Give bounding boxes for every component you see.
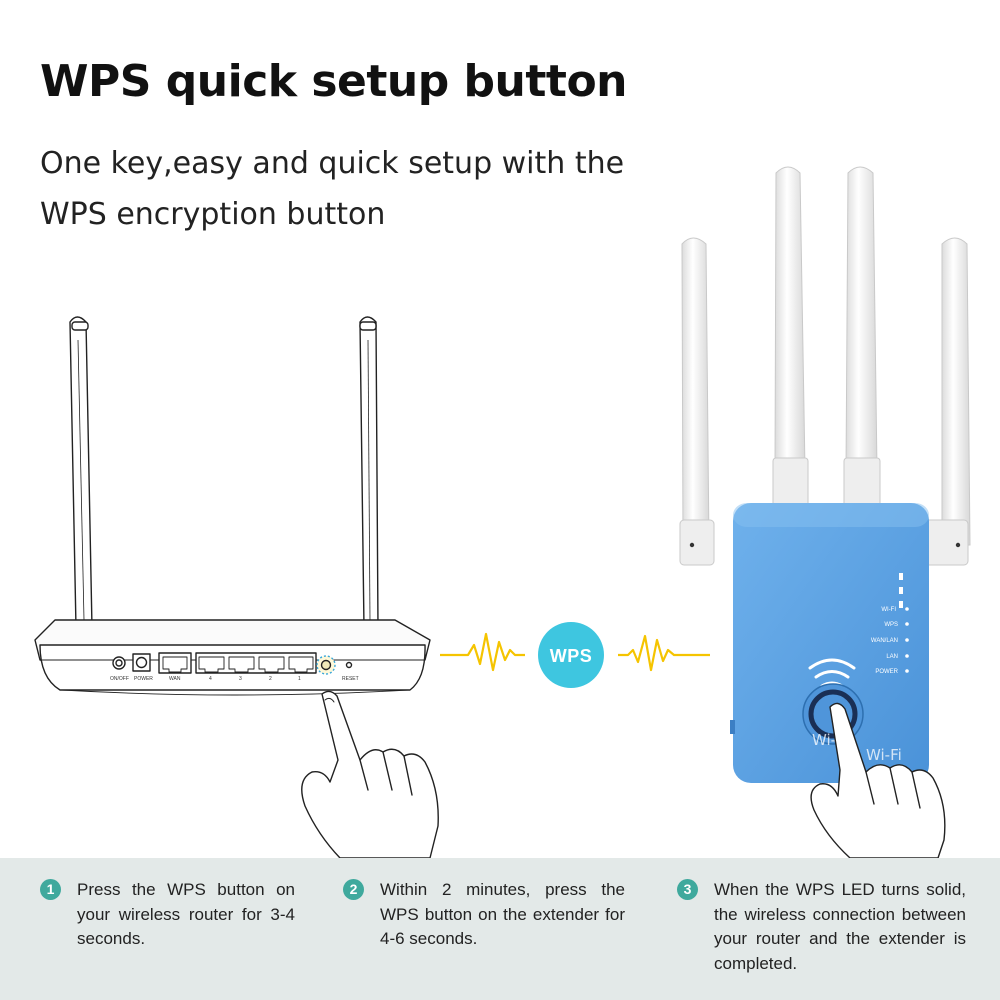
extender-antenna-2 <box>772 166 809 509</box>
illustration: ON/OFF POWER WAN 4 3 2 1 RESET WPS <box>34 166 971 859</box>
router-antenna-right <box>359 316 379 629</box>
extender-antenna-4 <box>923 237 971 566</box>
router-wps-button <box>316 655 336 675</box>
router-illustration <box>34 316 431 696</box>
led-label-lan: LAN <box>886 654 898 660</box>
router-label-power: POWER <box>134 676 153 682</box>
extender-antenna-1 <box>679 237 715 566</box>
extender-illustration: WI-FI WPS WAN/LAN LAN POWER Wi-Fi Wi-Fi <box>679 166 971 783</box>
router-lan-ports <box>195 652 317 674</box>
hand-pressing-router-icon <box>301 690 439 859</box>
router-port-labels: ON/OFF POWER WAN 4 3 2 1 RESET <box>110 676 359 682</box>
signal-wave-right <box>618 634 710 672</box>
router-power-switch <box>112 656 126 670</box>
step-text: Press the WPS button on your wireless ro… <box>77 880 295 948</box>
extender-antenna-3 <box>843 166 881 509</box>
step-number-badge: 1 <box>40 879 61 900</box>
router-label-lan4: 4 <box>209 676 212 682</box>
router-label-lan3: 3 <box>239 676 242 682</box>
step-text: When the WPS LED turns solid, the wirele… <box>714 880 966 973</box>
wps-badge: WPS <box>538 622 604 688</box>
router-antenna-left <box>69 316 93 629</box>
router-label-lan2: 2 <box>269 676 272 682</box>
led-label-wanlan: WAN/LAN <box>871 638 898 644</box>
led-label-power: POWER <box>875 669 898 675</box>
extender-print-right: Wi-Fi <box>866 746 902 764</box>
router-label-reset: RESET <box>342 676 359 682</box>
step-text: Within 2 minutes, press the WPS button o… <box>380 880 625 948</box>
led-label-wps: WPS <box>884 622 898 628</box>
hand-pressing-extender-icon <box>810 702 946 859</box>
wps-badge-label: WPS <box>550 646 593 666</box>
signal-wave-left <box>440 632 525 672</box>
instruction-steps-panel: 1 Press the WPS button on your wireless … <box>0 858 1000 1000</box>
extender-body <box>733 503 929 783</box>
router-wan-port <box>158 652 192 674</box>
router-label-wan: WAN <box>169 676 181 682</box>
router-reset-hole <box>345 661 353 669</box>
page-subtitle: One key,easy and quick setup with the WP… <box>40 146 625 232</box>
router-label-lan1: 1 <box>298 676 301 682</box>
step-number-badge: 3 <box>677 879 698 900</box>
router-label-onoff: ON/OFF <box>110 676 129 682</box>
page-title: WPS quick setup button <box>40 56 628 107</box>
step-number-badge: 2 <box>343 879 364 900</box>
extender-led-panel: WI-FI WPS WAN/LAN LAN POWER <box>871 573 909 675</box>
led-label-wifi: WI-FI <box>881 607 896 613</box>
